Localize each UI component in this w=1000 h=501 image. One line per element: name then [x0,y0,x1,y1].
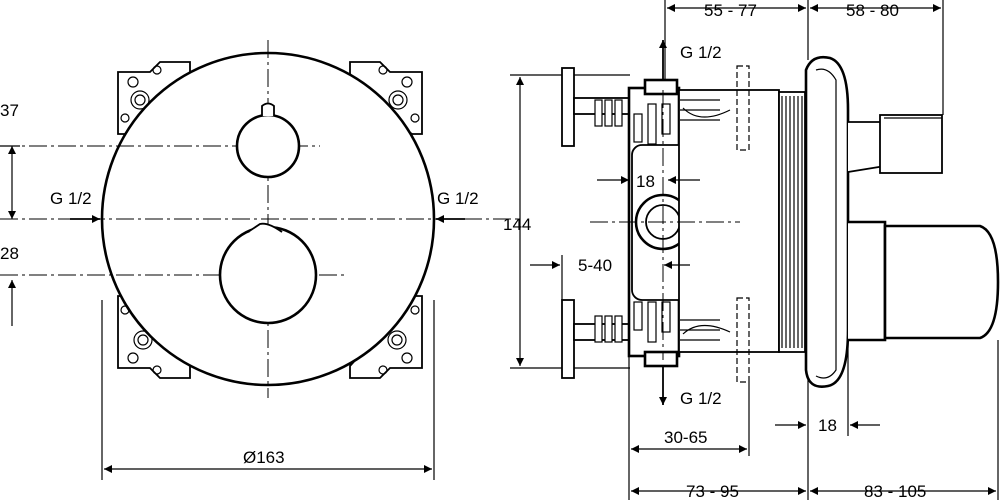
dimension-37: 37 [0,101,19,120]
outlet-label-top: G 1/2 [680,43,722,62]
extension-sleeve [678,65,780,383]
dimension-55-77: 55 - 77 [704,1,757,20]
front-view: 37 28 G 1/2 G 1/2 Ø163 [0,40,520,480]
dimension-83-105: 83 - 105 [864,482,926,501]
diameter-dimension: Ø163 [243,448,285,467]
dimension-18-top: 18 [636,172,655,191]
diverter-handle-side [847,114,943,174]
diverter-knob [235,102,301,179]
inlet-label-right: G 1/2 [437,189,479,208]
side-view: 55 - 77 58 - 80 G 1/2 G 1/2 144 [503,0,1000,501]
dimension-58-80: 58 - 80 [846,1,899,20]
thermostat-knob [218,222,318,325]
dimension-73-95: 73 - 95 [686,482,739,501]
wall-rosette [804,55,850,388]
thermostat-handle-side [848,220,1000,342]
dimension-18-bottom: 18 [818,416,837,435]
mounting-bracket-top-right [349,61,423,135]
dimension-5-40: 5-40 [578,256,612,275]
flange-bottom [561,299,630,379]
flange-top [561,67,630,147]
dimension-144: 144 [503,215,531,234]
threaded-ring [778,91,806,353]
dimension-28: 28 [0,244,19,263]
outlet-label-bottom: G 1/2 [680,389,722,408]
dimension-30-65: 30-65 [664,428,707,447]
inlet-label-left: G 1/2 [50,189,92,208]
